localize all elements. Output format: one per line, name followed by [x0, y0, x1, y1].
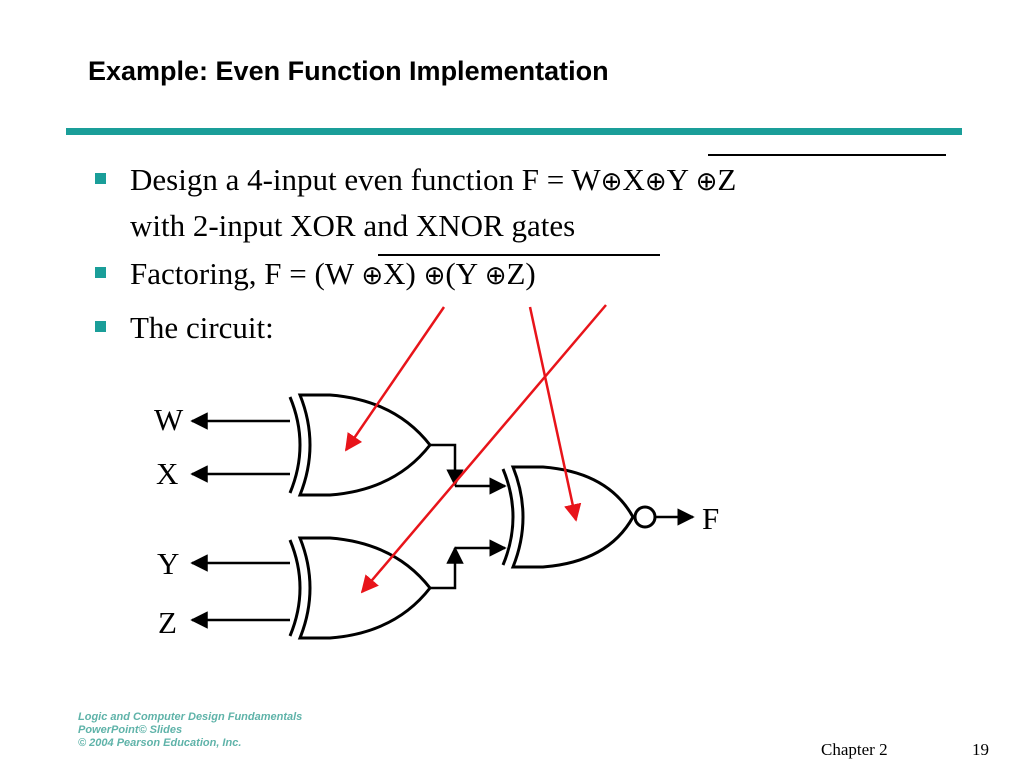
- title-divider: [66, 128, 962, 135]
- factor-x: X): [383, 256, 424, 291]
- xor-symbol: ⊕: [695, 167, 718, 197]
- footer-chapter: Chapter 2: [821, 740, 888, 759]
- bullet-circuit: The circuit:: [92, 306, 736, 350]
- xor-symbol: ⊕: [644, 167, 667, 197]
- footer-page-number: 19: [972, 740, 989, 759]
- xor-symbol: ⊕: [423, 261, 446, 291]
- bullet-circuit-text: The circuit:: [130, 310, 274, 345]
- wire-xor1-out: [430, 443, 464, 487]
- factor-z: Z): [506, 256, 536, 291]
- wire-xor2-out: [430, 546, 464, 590]
- expr-w: W: [571, 162, 601, 197]
- factor-y: (Y: [445, 256, 485, 291]
- factor-w: (W: [314, 256, 362, 291]
- bullet-factoring: Factoring, F = (W ⊕X) ⊕(Y ⊕Z): [92, 252, 736, 298]
- input-label-z: Z: [158, 605, 177, 640]
- xor-symbol: ⊕: [600, 167, 623, 197]
- bullet-design: Design a 4-input even function F = W⊕X⊕Y…: [92, 158, 736, 248]
- complement-bar-factored: [378, 254, 660, 256]
- footer-logo-line: Logic and Computer Design Fundamentals: [78, 711, 303, 723]
- bullet-factoring-text: Factoring, F =: [130, 256, 315, 291]
- bullet-marker: [95, 321, 106, 332]
- bullet-list: Design a 4-input even function F = W⊕X⊕Y…: [92, 158, 736, 350]
- expr-x: X: [622, 162, 645, 197]
- annot-arrow-yz: [360, 304, 607, 594]
- expr-y: Y: [666, 162, 688, 197]
- xor-gate-1: [288, 393, 432, 497]
- annot-arrow-wx: [344, 306, 446, 452]
- input-label-w: W: [154, 402, 184, 437]
- slide-title: Example: Even Function Implementation: [88, 56, 609, 86]
- input-label-y: Y: [157, 546, 180, 581]
- footer-logo: Logic and Computer Design Fundamentals P…: [78, 711, 302, 750]
- bullet-design-line2: with 2-input XOR and XNOR gates: [130, 208, 576, 243]
- xor-symbol: ⊕: [484, 261, 507, 291]
- complement-bar-top: [708, 154, 946, 156]
- input-label-x: X: [156, 456, 179, 491]
- bullet-design-text: Design a 4-input even function F =: [130, 162, 572, 197]
- footer-logo-line: PowerPoint© Slides: [78, 724, 183, 736]
- expr-z: Z: [717, 162, 737, 197]
- output-label-f: F: [702, 501, 720, 536]
- bullet-marker: [95, 173, 106, 184]
- xor-symbol: ⊕: [361, 261, 384, 291]
- footer-logo-line: © 2004 Pearson Education, Inc.: [78, 737, 242, 749]
- annot-arrow-outer: [528, 306, 582, 522]
- inversion-bubble: [633, 505, 657, 529]
- xor-gate-2: [288, 536, 432, 640]
- xnor-gate: [501, 465, 657, 569]
- bullet-marker: [95, 267, 106, 278]
